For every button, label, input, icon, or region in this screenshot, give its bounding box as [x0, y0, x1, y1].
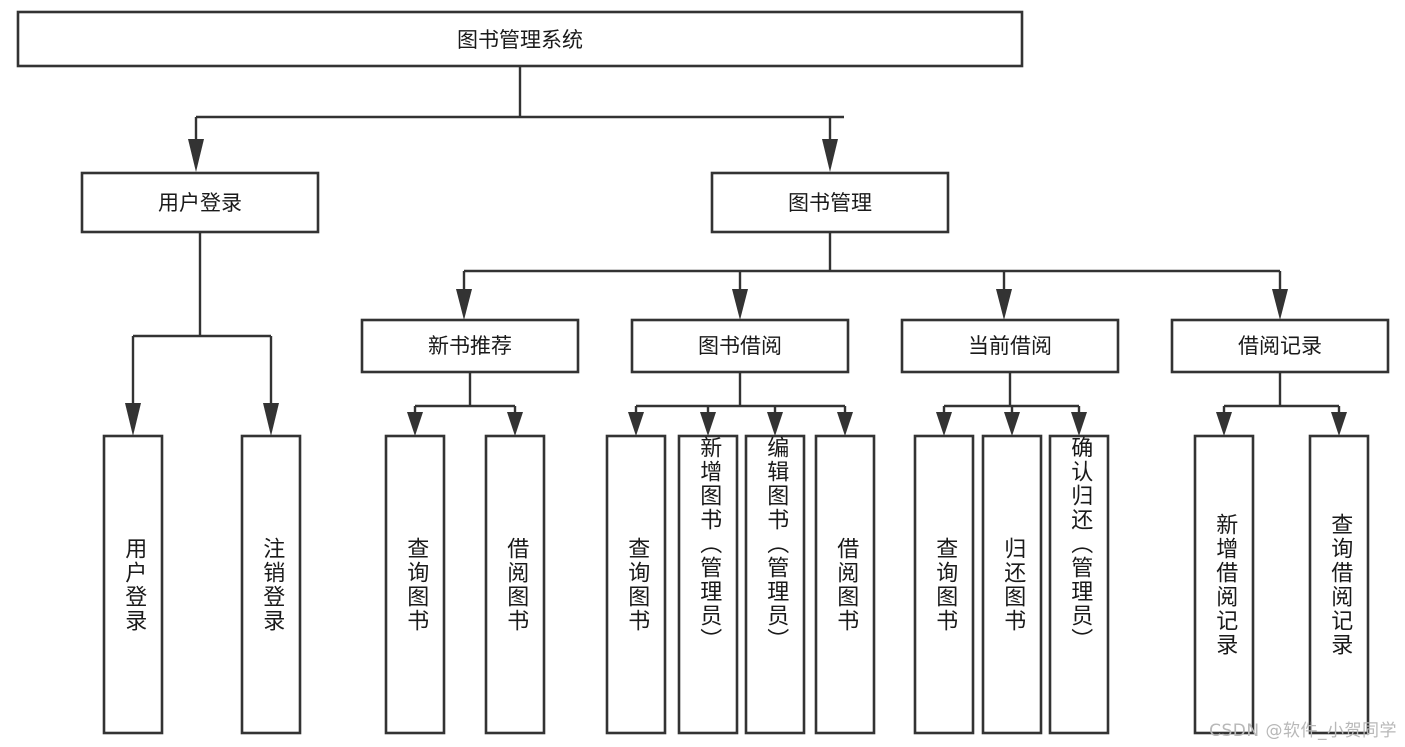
arrow-head-icon: [1216, 412, 1232, 436]
leaf-box-query-book-1[interactable]: [384, 434, 446, 735]
node-book-borrow-label: 图书借阅: [698, 334, 782, 358]
node-borrow-record-box[interactable]: [1170, 318, 1390, 374]
node-new-book-recommend-box[interactable]: [360, 318, 580, 374]
arrow-head-icon: [996, 289, 1012, 320]
arrow-head-icon: [837, 412, 853, 436]
connector-book-borrow-to-leaves: [628, 372, 853, 436]
arrow-head-icon: [1071, 412, 1087, 436]
arrow-head-icon: [507, 412, 523, 436]
leaf-box-edit-book[interactable]: [744, 434, 806, 735]
leaf-box-borrow-book-2[interactable]: [814, 434, 876, 735]
node-book-management[interactable]: 图书管理: [710, 171, 950, 234]
arrow-head-icon: [1331, 412, 1347, 436]
arrow-head-icon: [188, 139, 204, 172]
connector-root-to-level2: [188, 66, 844, 172]
leaf-box-add-record[interactable]: [1193, 434, 1255, 735]
arrow-head-icon: [1272, 289, 1288, 320]
node-user-login[interactable]: 用户登录: [80, 171, 320, 234]
connector-user-login-to-leaves: [125, 232, 279, 436]
node-current-borrow[interactable]: 当前借阅: [900, 318, 1120, 374]
leaf-box-return-book[interactable]: [981, 434, 1043, 735]
arrow-head-icon: [407, 412, 423, 436]
arrow-head-icon: [1004, 412, 1020, 436]
node-new-book-recommend[interactable]: 新书推荐: [360, 318, 580, 374]
arrow-head-icon: [628, 412, 644, 436]
node-borrow-record-label: 借阅记录: [1238, 334, 1322, 358]
arrow-head-icon: [767, 412, 783, 436]
leaf-box-confirm-return[interactable]: [1048, 434, 1110, 735]
leaf-box-query-record[interactable]: [1308, 434, 1370, 735]
leaf-box-user-login[interactable]: [102, 434, 164, 735]
node-book-management-box[interactable]: [710, 171, 950, 234]
node-root[interactable]: 图书管理系统: [16, 10, 1024, 68]
arrow-head-icon: [125, 403, 141, 436]
leaf-box-logout[interactable]: [240, 434, 302, 735]
arrow-head-icon: [700, 412, 716, 436]
node-book-borrow[interactable]: 图书借阅: [630, 318, 850, 374]
node-current-borrow-box[interactable]: [900, 318, 1120, 374]
connector-current-borrow-to-leaves: [936, 372, 1087, 436]
arrow-head-icon: [936, 412, 952, 436]
connector-book-management-to-level3: [456, 232, 1288, 320]
node-current-borrow-label: 当前借阅: [968, 334, 1052, 358]
leaf-box-query-book-2[interactable]: [605, 434, 667, 735]
leaf-box-add-book[interactable]: [677, 434, 739, 735]
node-root-label: 图书管理系统: [457, 28, 583, 52]
leaf-box-borrow-book-1[interactable]: [484, 434, 546, 735]
arrow-head-icon: [732, 289, 748, 320]
node-book-management-label: 图书管理: [788, 191, 872, 215]
arrow-head-icon: [263, 403, 279, 436]
node-new-book-recommend-label: 新书推荐: [428, 334, 512, 358]
node-root-box[interactable]: [16, 10, 1024, 68]
watermark-text: CSDN @软件_小贺同学: [1209, 721, 1397, 741]
node-book-borrow-box[interactable]: [630, 318, 850, 374]
leaf-box-query-book-3[interactable]: [913, 434, 975, 735]
connector-new-book-recommend-to-leaves: [407, 372, 523, 436]
connector-borrow-record-to-leaves: [1216, 372, 1347, 436]
node-borrow-record[interactable]: 借阅记录: [1170, 318, 1390, 374]
arrow-head-icon: [822, 139, 838, 172]
node-user-login-label: 用户登录: [158, 191, 242, 215]
arrow-head-icon: [456, 289, 472, 320]
